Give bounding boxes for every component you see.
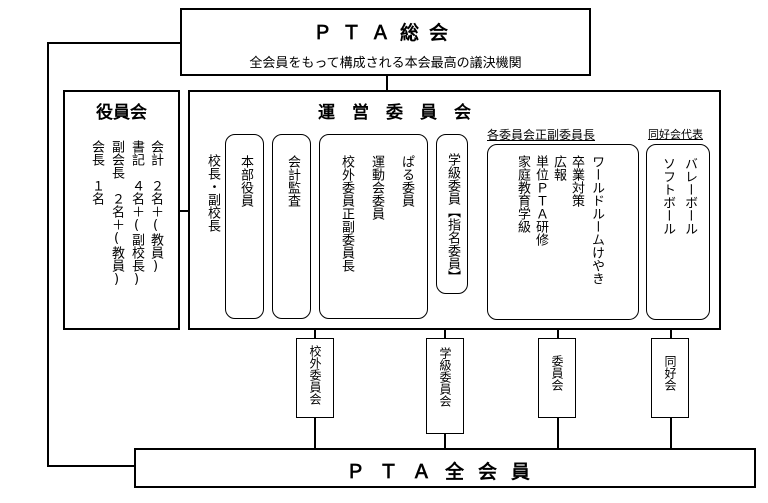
class-committee-box: 学級委員【指名委員】 xyxy=(436,134,468,294)
connector-lower-4-top xyxy=(670,328,672,338)
committee-chairs-heading: 各委員会正副委員長 xyxy=(487,128,596,142)
all-members-box: ＰＴＡ全会員 xyxy=(134,448,756,488)
connector-lower-2-bottom xyxy=(444,434,446,448)
connector-left-vertical xyxy=(47,42,49,466)
officers-col-vice-president: 副会長 ２名＋(教員) xyxy=(109,140,124,287)
headquarters-officers-label: 本部役員 xyxy=(238,155,253,207)
connector-lower-4-bottom xyxy=(670,418,672,448)
steering-committee-box: 運 営 委 員 会 校長・副校長 本部役員 会計監査 ぱる委員 運動会委員 校外… xyxy=(188,90,721,330)
principal-label: 校長・副校長 xyxy=(205,154,220,232)
sports-day-committee-label: 運動会委員 xyxy=(369,155,384,220)
audit-label: 会計監査 xyxy=(285,155,300,207)
connector-lower-2-top xyxy=(444,328,446,338)
committee-chairs-box: ぱる委員 運動会委員 校外委員正副委員長 xyxy=(319,134,428,319)
connector-top-steering xyxy=(386,76,388,90)
volleyball-label: バレーボール xyxy=(682,157,697,235)
club-representative-heading: 同好会代表 xyxy=(648,128,703,141)
connector-lower-3-bottom xyxy=(557,418,559,448)
committees-lower-label: 委員会 xyxy=(550,355,564,391)
connector-lower-1-top xyxy=(314,328,316,338)
all-members-title: ＰＴＡ全会員 xyxy=(345,461,544,483)
connector-bottom-horizontal xyxy=(47,465,134,467)
connector-top-horizontal xyxy=(47,42,181,44)
headquarters-officers-box: 本部役員 xyxy=(225,134,264,319)
graduation-committee-label: 卒業対策 xyxy=(569,155,584,207)
unit-pta-training-label: 単位ＰＴＡ研修 xyxy=(533,155,548,246)
committees-lower-box: 委員会 xyxy=(538,338,576,418)
general-meeting-subtitle: 全会員をもって構成される本会最高の議決機関 xyxy=(249,56,522,71)
officers-col-secretary: 書記 ４名＋(副校長) xyxy=(129,140,144,287)
clubs-lower-box: 同好会 xyxy=(651,338,689,418)
outside-school-committee-box: 校外委員会 xyxy=(296,338,334,418)
connector-lower-1-bottom xyxy=(314,418,316,448)
audit-box: 会計監査 xyxy=(272,134,311,319)
class-committee-label: 学級委員【指名委員】 xyxy=(445,153,460,283)
softball-label: ソフトボール xyxy=(660,157,675,235)
outside-school-chairs-label: 校外委員正副委員長 xyxy=(339,155,354,272)
general-meeting-box: ＰＴＡ総会 全会員をもって構成される本会最高の議決機関 xyxy=(180,8,591,76)
class-committee-lower-box: 学級委員会 xyxy=(426,338,464,434)
officers-box: 役員会 会計 ２名＋(教員) 書記 ４名＋(副校長) 副会長 ２名＋(教員) 会… xyxy=(63,90,180,330)
class-committee-lower-label: 学級委員会 xyxy=(438,347,452,407)
officers-col-accounting: 会計 ２名＋(教員) xyxy=(148,140,163,274)
steering-committee-heading: 運 営 委 員 会 xyxy=(318,103,471,123)
public-relations-label: 広報 xyxy=(551,155,566,181)
connector-officers-steering xyxy=(180,210,188,212)
connector-lower-3-top xyxy=(557,328,559,338)
clubs-lower-label: 同好会 xyxy=(663,355,677,391)
general-meeting-title: ＰＴＡ総会 xyxy=(312,22,458,44)
officers-col-president: 会長 １名 xyxy=(89,140,104,205)
paru-committee-label: ぱる委員 xyxy=(399,155,414,207)
home-education-class-label: 家庭教育学級 xyxy=(515,155,530,233)
committees-box: ワールドルームけやき 卒業対策 広報 単位ＰＴＡ研修 家庭教育学級 xyxy=(487,144,639,320)
outside-school-committee-label: 校外委員会 xyxy=(308,345,322,405)
clubs-box: バレーボール ソフトボール xyxy=(646,144,710,320)
world-room-keyaki-label: ワールドルームけやき xyxy=(589,155,604,285)
officers-heading: 役員会 xyxy=(96,103,147,123)
